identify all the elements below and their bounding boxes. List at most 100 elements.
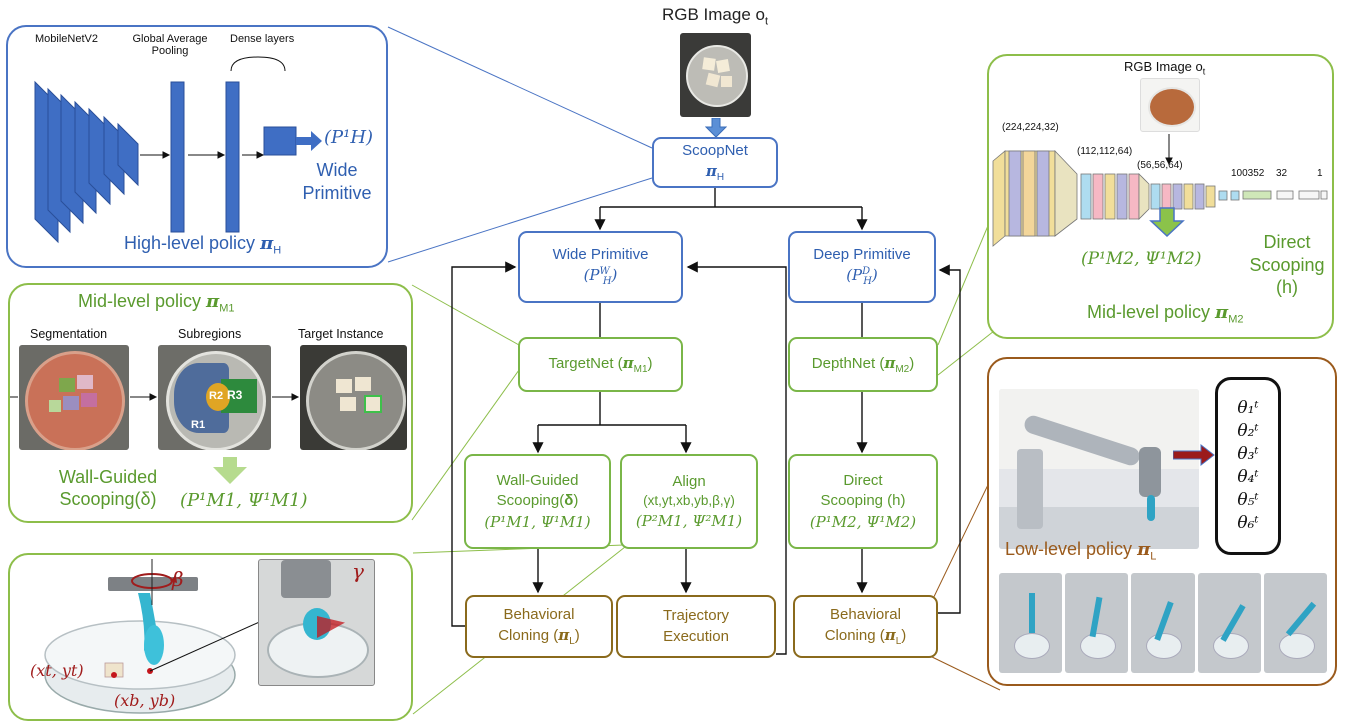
m1-output-label: Wall-Guided Scooping(δ) bbox=[38, 467, 178, 510]
wide-primitive-node[interactable]: Wide Primitive (PWH) bbox=[518, 231, 683, 303]
mid-level-m2-panel: RGB Image ot (224,224,32) (112,112,64) (… bbox=[987, 54, 1334, 339]
align-line1: Align bbox=[672, 473, 706, 491]
align-node[interactable]: Align (xt,yt,xb,yb,β,γ) (P²M1, Ψ²M1) bbox=[620, 454, 758, 549]
formula-sub: H bbox=[602, 276, 612, 288]
m2-policy-title: Mid-level policy πM2 bbox=[1087, 302, 1244, 326]
wall-line1: Wall-Guided bbox=[496, 472, 579, 490]
pi-symbol: π bbox=[1215, 302, 1229, 323]
loop-arrow bbox=[938, 264, 961, 614]
gripper-closeup-photo bbox=[258, 559, 375, 686]
xt-label: (xt, yt) bbox=[30, 661, 84, 680]
formula-close: ) bbox=[871, 266, 878, 285]
dim-112: (112,112,64) bbox=[1077, 146, 1133, 157]
primitive-line1: Wide bbox=[316, 160, 358, 180]
cube bbox=[336, 379, 352, 393]
pi-symbol: π bbox=[558, 625, 570, 644]
subregions-photo: R2 R3 R1 bbox=[158, 345, 271, 450]
mask bbox=[81, 393, 97, 407]
formula-sup: W bbox=[599, 266, 610, 278]
depthnet-node[interactable]: DepthNet (πM2) bbox=[788, 337, 938, 392]
subregions-label: Subregions bbox=[178, 327, 242, 341]
dim-100352: 100352 bbox=[1231, 168, 1265, 179]
node-close: ) bbox=[647, 354, 653, 372]
align-line2: (xt,yt,xb,yb,β,γ) bbox=[643, 493, 735, 509]
rgb-label: RGB Image o bbox=[661, 5, 765, 24]
cube bbox=[716, 59, 730, 73]
pointer-line bbox=[387, 177, 653, 263]
pointer-line bbox=[929, 655, 1001, 691]
dim-224: (224,224,32) bbox=[1002, 122, 1059, 133]
theta-5: θ₅ᵗ bbox=[1237, 489, 1259, 510]
trajectory-execution-node[interactable]: Trajectory Execution bbox=[616, 595, 776, 658]
pi-sub: L bbox=[1150, 550, 1157, 563]
node-close: ) bbox=[909, 354, 915, 372]
depthnet-label: DepthNet (πM2) bbox=[812, 353, 914, 377]
frame-photo bbox=[1065, 573, 1129, 673]
r2-label: R2 bbox=[209, 390, 224, 402]
out-line1: Wall-Guided bbox=[58, 467, 158, 487]
high-primitive-label: Wide Primitive bbox=[292, 159, 382, 204]
cnn-diagram bbox=[992, 134, 1328, 247]
m2-rgb-label: RGB Image ot bbox=[1124, 59, 1205, 77]
mobilenet-diagram bbox=[34, 56, 322, 244]
pi-symbol: π bbox=[1137, 539, 1151, 560]
pi-sub: M2 bbox=[895, 363, 910, 375]
high-output-formula: (P¹H) bbox=[324, 127, 374, 148]
policy-text: Mid-level policy bbox=[78, 291, 207, 311]
node-text: Cloning ( bbox=[824, 626, 885, 644]
pi-symbol: π bbox=[884, 625, 896, 644]
m1-title: Mid-level policy πM1 bbox=[78, 291, 235, 315]
pi-sub: H bbox=[716, 171, 725, 183]
formula-close: ) bbox=[611, 266, 618, 285]
target-cube bbox=[364, 395, 382, 413]
formula-sub: H bbox=[863, 276, 872, 288]
node-text: DepthNet ( bbox=[811, 354, 885, 372]
deep-primitive-node[interactable]: Deep Primitive (PDH) bbox=[788, 231, 936, 303]
behavioral-cloning-node-1[interactable]: Behavioral Cloning (πL) bbox=[465, 595, 613, 658]
theta-1: θ₁ᵗ bbox=[1237, 398, 1259, 419]
pi-sub: H bbox=[273, 244, 282, 257]
pointer-line bbox=[387, 26, 653, 149]
gap-label: Global Average Pooling bbox=[132, 33, 208, 57]
pi-sub: M1 bbox=[633, 363, 648, 375]
scoopnet-policy: πH bbox=[706, 161, 724, 185]
formula-sup: D bbox=[862, 266, 871, 278]
wall-guided-node[interactable]: Wall-Guided Scooping(δ) (P¹M1, Ψ¹M1) bbox=[464, 454, 611, 549]
seg-label: Segmentation bbox=[30, 327, 108, 341]
node-text: Cloning ( bbox=[498, 626, 559, 644]
spoon bbox=[1147, 495, 1155, 521]
r3-label: R3 bbox=[227, 388, 243, 402]
direct-scooping-node[interactable]: Direct Scooping (h) (P¹M2, Ψ¹M2) bbox=[788, 454, 938, 549]
loop-arrow bbox=[686, 261, 787, 655]
node-text: TargetNet ( bbox=[548, 354, 623, 372]
m2-output-label: Direct Scooping (h) bbox=[1237, 231, 1337, 299]
frame-photo bbox=[1197, 573, 1261, 673]
direct-line1: Direct bbox=[843, 472, 883, 490]
frame-photo bbox=[1263, 573, 1328, 673]
arm-wrist bbox=[1139, 447, 1161, 497]
rgb-sub: t bbox=[764, 15, 769, 28]
bowl-shape bbox=[306, 351, 406, 450]
targetnet-node[interactable]: TargetNet (πM1) bbox=[518, 337, 683, 392]
policy-text: Low-level policy bbox=[1005, 539, 1138, 559]
node-close: ) bbox=[573, 492, 579, 510]
m2-rgb-photo bbox=[1140, 78, 1200, 132]
pi-symbol: π bbox=[206, 291, 220, 312]
region-r2 bbox=[206, 383, 230, 411]
theta-box: θ₁ᵗ θ₂ᵗ θ₃ᵗ θ₄ᵗ θ₅ᵗ θ₆ᵗ bbox=[1215, 377, 1281, 555]
rgb-sub: t bbox=[1202, 66, 1206, 77]
node-close: ) bbox=[574, 626, 580, 644]
pi-sub: M1 bbox=[219, 302, 235, 315]
wall-formula: (P¹M1, Ψ¹M1) bbox=[484, 512, 591, 531]
mobilenet-label: MobileNetV2 bbox=[35, 33, 98, 45]
align-illustration-panel: β (xt, yt) (xb, yb) γ bbox=[8, 553, 413, 721]
behavioral-cloning-node-2[interactable]: Behavioral Cloning (πL) bbox=[793, 595, 938, 658]
pointer-line bbox=[411, 284, 520, 346]
low-level-panel: θ₁ᵗ θ₂ᵗ θ₃ᵗ θ₄ᵗ θ₅ᵗ θ₆ᵗ Low-level policy… bbox=[987, 357, 1337, 686]
pi-sub: L bbox=[895, 635, 902, 647]
mask bbox=[59, 378, 75, 392]
scoopnet-node[interactable]: ScoopNet πH bbox=[652, 137, 778, 188]
dim-32: 32 bbox=[1276, 168, 1288, 179]
scoopnet-label: ScoopNet bbox=[682, 141, 748, 159]
gamma-label: γ bbox=[352, 559, 364, 583]
